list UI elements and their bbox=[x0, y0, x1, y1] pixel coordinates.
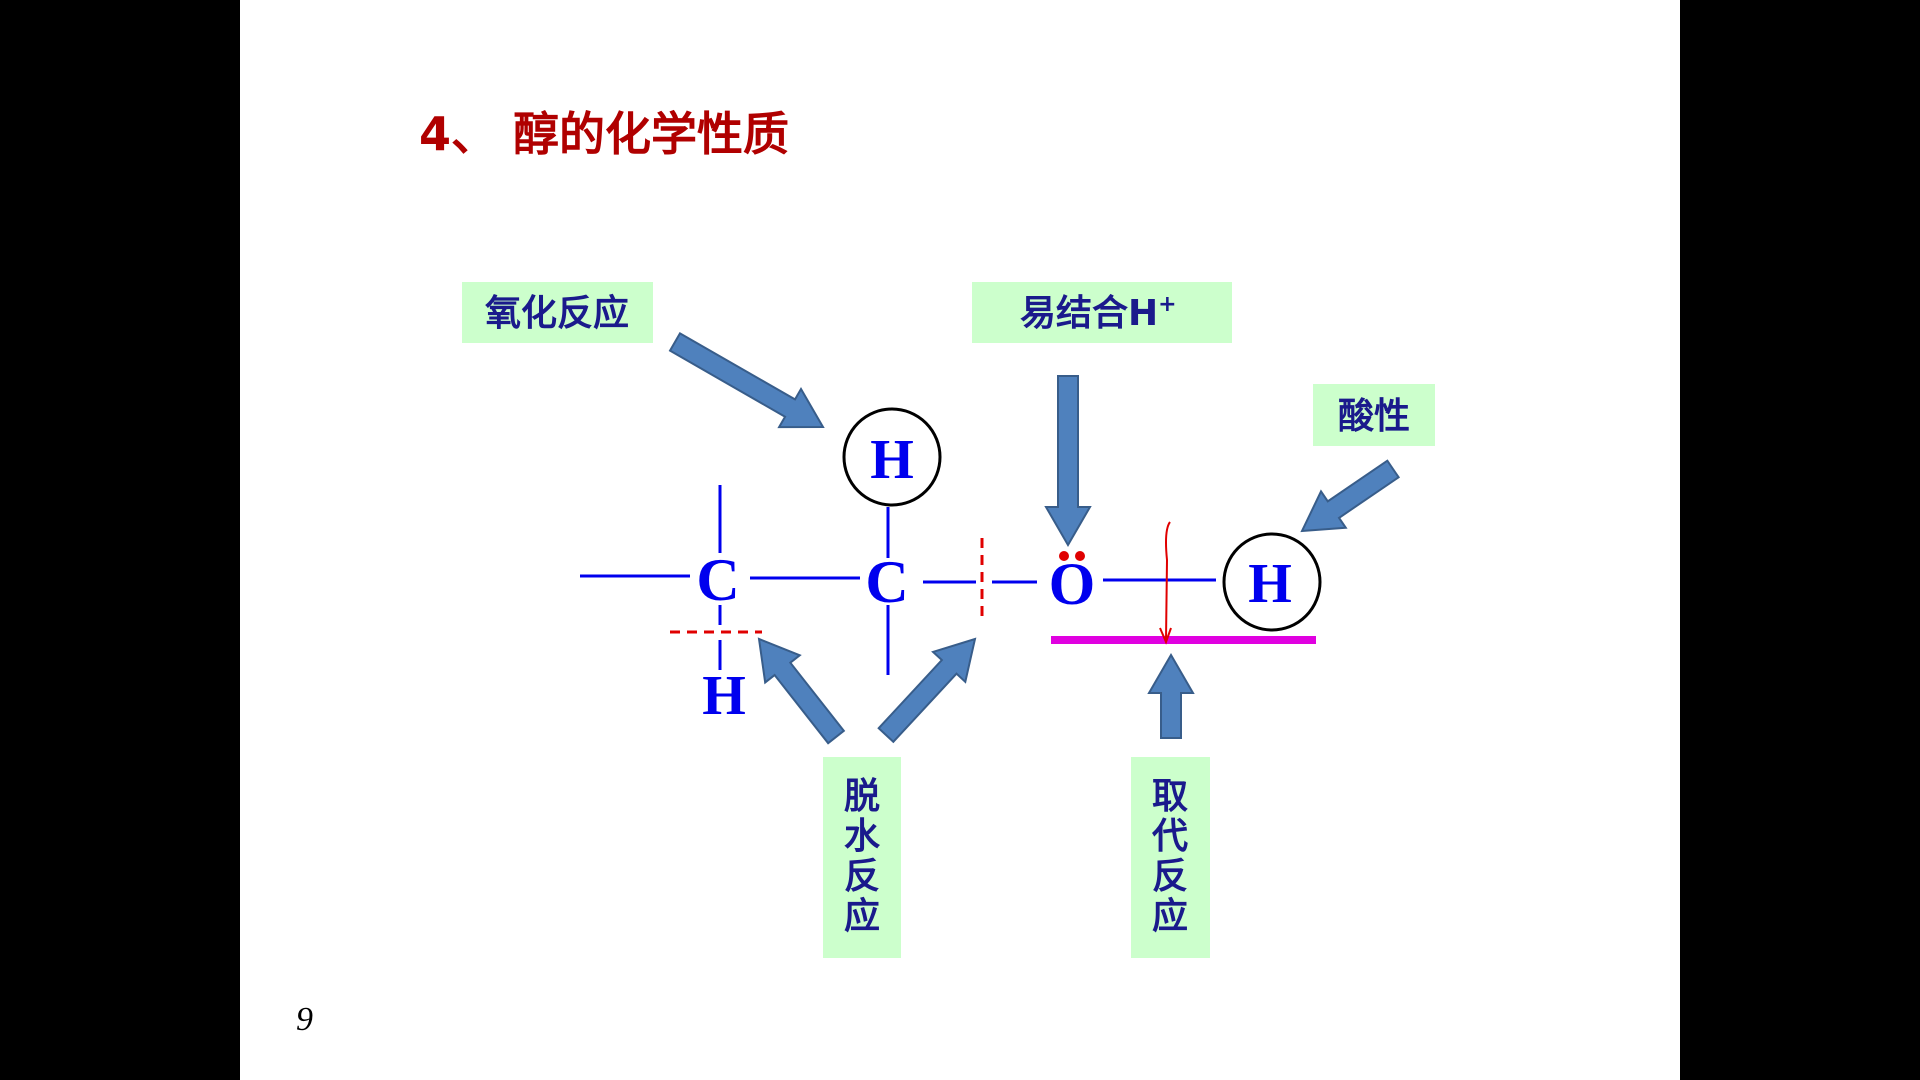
slide bbox=[240, 0, 1680, 1080]
substitution-box bbox=[1131, 757, 1210, 958]
atom-c1: C bbox=[696, 547, 739, 613]
acidity-label: 酸性 bbox=[1338, 396, 1410, 437]
svg-text:取: 取 bbox=[1152, 776, 1188, 817]
svg-text:应: 应 bbox=[844, 896, 880, 937]
lone-pair-dot bbox=[1075, 551, 1085, 561]
lone-pair-dot bbox=[1059, 551, 1069, 561]
svg-text:代: 代 bbox=[1151, 816, 1188, 857]
dehydration-arrow-left bbox=[757, 637, 846, 745]
svg-text:反: 反 bbox=[844, 856, 880, 897]
atom-c2: C bbox=[865, 549, 908, 615]
page-number: 9 bbox=[296, 1001, 313, 1038]
atom-h-oh: H bbox=[1248, 553, 1292, 615]
oh-highlight-bar bbox=[1051, 636, 1316, 644]
dehydration-label: 脱 水 反 应 bbox=[844, 776, 881, 937]
handwritten-cut-mark bbox=[1159, 521, 1172, 645]
atom-o: O bbox=[1049, 551, 1096, 617]
slide-title: 4、 醇的化学性质 bbox=[419, 107, 789, 161]
oxidation-arrow bbox=[668, 331, 825, 429]
arrows bbox=[668, 331, 1401, 745]
h-circle-top bbox=[842, 407, 942, 507]
atom-h-top: H bbox=[870, 429, 914, 491]
oxidation-box bbox=[462, 282, 653, 343]
svg-text:应: 应 bbox=[1152, 896, 1188, 937]
acidity-arrow bbox=[1300, 459, 1401, 533]
oxidation-label: 氧化反应 bbox=[485, 293, 629, 334]
substitution-arrow bbox=[1147, 653, 1195, 739]
h-circle-oh bbox=[1222, 532, 1322, 632]
bonds bbox=[580, 485, 1216, 675]
svg-text:脱: 脱 bbox=[844, 776, 880, 817]
proton-arrow bbox=[1044, 375, 1092, 547]
dehydration-arrow-right bbox=[877, 637, 977, 744]
proton-label: 易结合H+ bbox=[1020, 292, 1177, 334]
acidity-box bbox=[1313, 384, 1435, 446]
svg-text:水: 水 bbox=[844, 816, 881, 857]
atom-h-bottom: H bbox=[702, 665, 746, 727]
proton-box bbox=[972, 282, 1232, 343]
svg-text:反: 反 bbox=[1152, 856, 1188, 897]
dehydration-box bbox=[823, 757, 901, 958]
substitution-label: 取 代 反 应 bbox=[1151, 776, 1188, 937]
